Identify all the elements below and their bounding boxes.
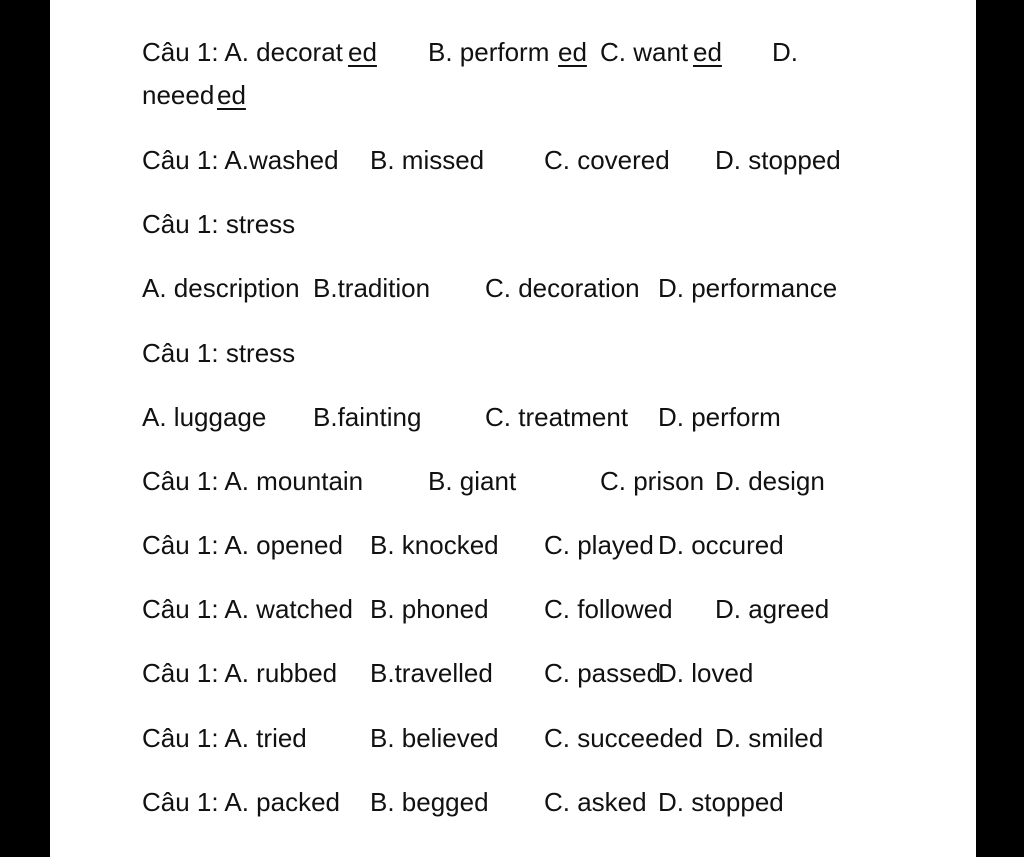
question-text: Câu 1: A. mountain	[142, 466, 364, 496]
question-text: Câu 1: A. rubbed	[142, 658, 338, 688]
option-b: B.tradition	[313, 273, 431, 303]
underlined-ending: ed	[217, 80, 246, 110]
option-b: B.travelled	[370, 658, 493, 688]
option-d: D. performance	[658, 273, 838, 303]
option-b: B. giant	[428, 466, 517, 496]
option-c: C. covered	[544, 145, 670, 175]
option-c: C. treatment	[485, 402, 629, 432]
option-d-word: neeed	[142, 80, 215, 110]
option-d: D. design	[715, 466, 825, 496]
option-d: D. occured	[658, 530, 784, 560]
question-text: Câu 1: A. tried	[142, 723, 307, 753]
option-d: D. stopped	[715, 145, 841, 175]
option-c: C. want	[600, 37, 689, 67]
option-b: B. believed	[370, 723, 499, 753]
question-text: Câu 1: A. packed	[142, 787, 341, 817]
option-b: B. missed	[370, 145, 485, 175]
option-c: C. followed	[544, 594, 673, 624]
question-text: Câu 1: A.washed	[142, 145, 339, 175]
option-d: D. loved	[658, 658, 754, 688]
document-page: Câu 1: A. decorat ed B. perform ed C. wa…	[50, 0, 976, 857]
option-c: C. passed	[544, 658, 662, 688]
question-text: Câu 1: stress	[142, 338, 296, 368]
question-text: Câu 1: stress	[142, 209, 296, 239]
option-a: A. description	[142, 273, 300, 303]
option-c: C. prison	[600, 466, 705, 496]
option-a: A. luggage	[142, 402, 267, 432]
option-d: D. perform	[658, 402, 781, 432]
question-text: Câu 1: A. opened	[142, 530, 343, 560]
option-d: D. agreed	[715, 594, 830, 624]
option-c: C. succeeded	[544, 723, 703, 753]
option-c: C. decoration	[485, 273, 640, 303]
option-b: B. phoned	[370, 594, 489, 624]
question-text: Câu 1: A. watched	[142, 594, 354, 624]
option-b: B. begged	[370, 787, 489, 817]
underlined-ending: ed	[558, 37, 587, 67]
option-c: C. asked	[544, 787, 647, 817]
option-d: D. stopped	[658, 787, 784, 817]
option-c: C. played	[544, 530, 654, 560]
question-text: Câu 1: A. decorat	[142, 37, 343, 67]
option-b: B. perform	[428, 37, 550, 67]
underlined-ending: ed	[693, 37, 722, 67]
underlined-ending: ed	[348, 37, 377, 67]
option-b: B. knocked	[370, 530, 499, 560]
option-d: D.	[772, 37, 798, 67]
option-b: B.fainting	[313, 402, 422, 432]
option-d: D. smiled	[715, 723, 824, 753]
